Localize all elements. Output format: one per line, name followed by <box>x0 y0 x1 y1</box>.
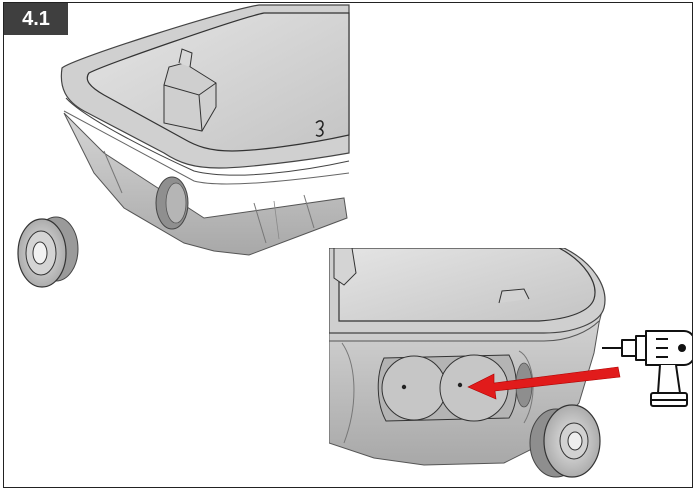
enclosure-detail-lid <box>338 248 596 322</box>
rubber-grommet-lower <box>529 404 601 478</box>
step-number: 4.1 <box>22 7 50 30</box>
mounting-post <box>163 62 217 132</box>
rubber-grommet-upper <box>17 216 79 288</box>
assembly-illustration <box>17 4 692 478</box>
enclosure-lid <box>86 12 350 152</box>
step-number-badge: 4.1 <box>4 3 70 37</box>
instruction-frame: 4.1 <box>3 2 693 488</box>
drill-point <box>457 382 463 388</box>
enclosure-detail-view <box>329 248 614 473</box>
enclosure-top-view <box>60 4 350 256</box>
drill-icon <box>602 330 692 407</box>
knockout-left <box>381 355 447 421</box>
drill-direction-arrow <box>467 366 621 400</box>
